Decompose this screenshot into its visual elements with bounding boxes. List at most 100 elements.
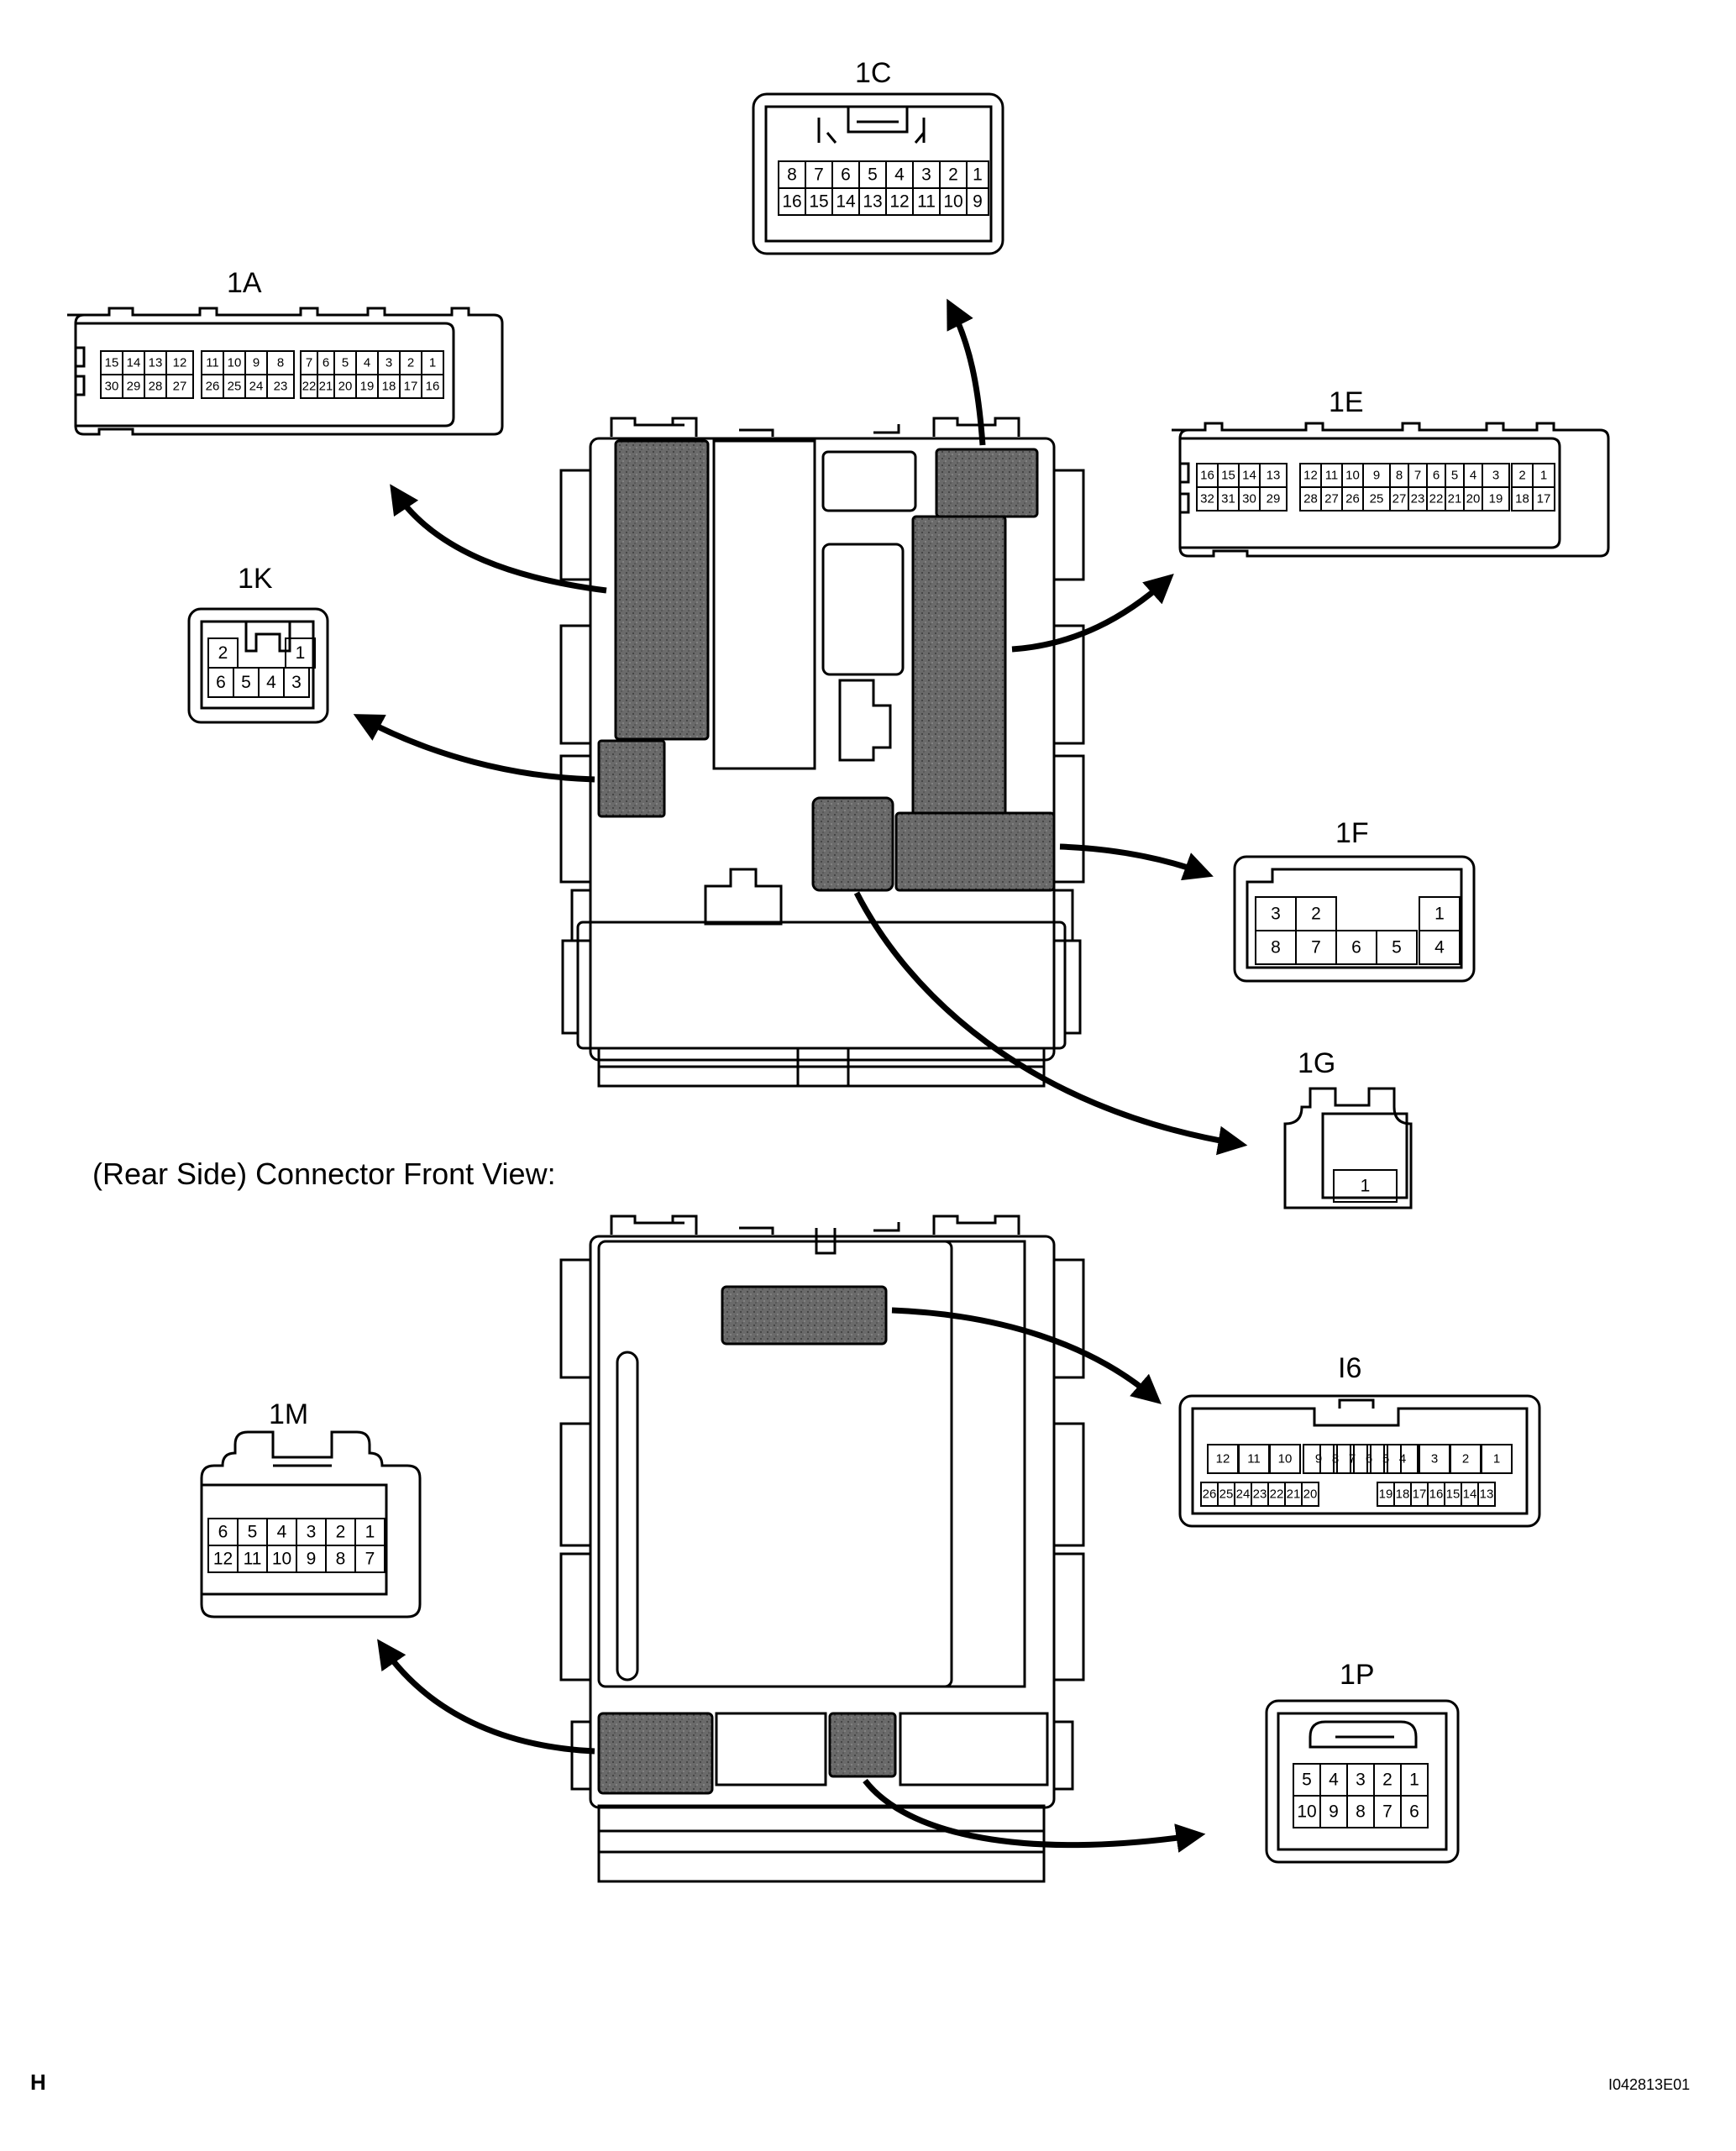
pin-cell	[1482, 486, 1510, 512]
pin-number: 23	[274, 380, 288, 394]
pin-number: 7	[1311, 938, 1321, 957]
connector-1F-label: 1F	[1335, 817, 1369, 849]
pin-number: 9	[1373, 469, 1380, 483]
pin-number: 1	[296, 643, 306, 663]
connector-1G: 1G 1	[1283, 1047, 1413, 1209]
pin-number: 8	[1396, 469, 1403, 483]
pin-cell	[1301, 1482, 1319, 1507]
pin-number: 17	[1537, 492, 1551, 506]
pin-number: 11	[1247, 1452, 1261, 1466]
pin-number: 24	[249, 380, 264, 394]
pin-number: 28	[149, 380, 163, 394]
pin-number: 6	[1366, 1452, 1372, 1466]
pin-number: 18	[1396, 1487, 1410, 1502]
pin-number: 5	[868, 165, 878, 185]
pin-number: 5	[1382, 1452, 1389, 1466]
pin-number: 5	[1451, 469, 1458, 483]
pin-cell	[1400, 1795, 1429, 1828]
pin-number: 25	[1370, 492, 1384, 506]
pin-cell	[1353, 1444, 1385, 1474]
pin-number: 14	[836, 192, 856, 212]
pin-number: 5	[241, 673, 251, 692]
arrow-to-1E	[1011, 573, 1174, 653]
pin-number: 6	[841, 165, 851, 185]
pin-number: 6	[1433, 469, 1440, 483]
pin-number: 32	[1200, 492, 1214, 506]
pin-number: 13	[1267, 469, 1281, 483]
rear-shaded-sockets	[597, 1285, 897, 1795]
pin-number: 6	[218, 1523, 228, 1542]
socket-1M	[597, 1712, 714, 1795]
pin-number: 19	[1379, 1487, 1393, 1502]
pin-number: 16	[1200, 469, 1214, 483]
socket-1F	[894, 811, 1056, 892]
pin-number: 13	[1480, 1487, 1494, 1502]
connector-1A-label: 1A	[227, 267, 262, 299]
pin-number: 10	[1345, 469, 1360, 483]
pin-number: 19	[1489, 492, 1503, 506]
pin-number: 11	[1325, 469, 1339, 483]
socket-1P	[828, 1712, 897, 1778]
pin-number: 16	[426, 380, 440, 394]
pin-number: 15	[1221, 469, 1235, 483]
pin-number: 7	[306, 356, 312, 370]
connector-1E-label: 1E	[1329, 386, 1364, 418]
arrow-to-1M	[377, 1639, 595, 1755]
pin-number: 21	[1287, 1487, 1301, 1502]
pin-number: 28	[1303, 492, 1318, 506]
pin-number: 20	[338, 380, 353, 394]
pin-number: 27	[1324, 492, 1339, 506]
pin-number: 27	[1392, 492, 1407, 506]
pin-number: 2	[1462, 1452, 1469, 1466]
pin-number: 27	[173, 380, 187, 394]
pin-number: 8	[336, 1550, 346, 1569]
pin-number: 1	[1361, 1177, 1371, 1196]
connector-arrows	[353, 298, 1248, 1853]
pin-cell	[1269, 1444, 1301, 1474]
pin-number: 8	[1271, 938, 1281, 957]
pin-number: 8	[1356, 1802, 1366, 1822]
pin-number: 3	[291, 673, 302, 692]
pin-number: 11	[206, 356, 219, 370]
pin-number: 14	[1463, 1487, 1477, 1502]
pin-number: 10	[1278, 1452, 1293, 1466]
pin-number: 22	[302, 380, 317, 394]
pin-cell	[966, 187, 989, 216]
pin-number: 9	[253, 356, 260, 370]
pin-number: 1	[365, 1523, 375, 1542]
pin-number: 12	[1303, 469, 1318, 483]
pin-number: 22	[1270, 1487, 1284, 1502]
pin-number: 12	[1216, 1452, 1230, 1466]
pin-number: 12	[213, 1550, 233, 1569]
pin-number: 9	[1329, 1802, 1339, 1822]
pin-number: 26	[1345, 492, 1360, 506]
pin-cell	[1532, 486, 1555, 512]
pin-number: 10	[943, 192, 962, 212]
connector-I6-label: I6	[1338, 1352, 1361, 1384]
pin-cell	[421, 374, 444, 399]
pin-number: 13	[863, 192, 882, 212]
front-shaded-sockets	[597, 439, 1056, 892]
pin-cell	[1370, 1444, 1402, 1474]
pin-number: 1	[429, 356, 436, 370]
pin-number: 11	[917, 192, 936, 212]
connector-1K-label: 1K	[238, 563, 273, 595]
pin-number: 3	[1492, 469, 1499, 483]
pin-number: 1	[1409, 1771, 1419, 1790]
pin-number: 5	[248, 1523, 258, 1542]
pin-number: 24	[1236, 1487, 1251, 1502]
pin-number: 7	[1414, 469, 1421, 483]
pin-number: 6	[1351, 938, 1361, 957]
arrow-to-I6	[891, 1307, 1162, 1404]
connector-1M-label: 1M	[269, 1398, 308, 1430]
pin-number: 1	[1434, 905, 1445, 924]
pin-number: 1	[1540, 469, 1547, 483]
pin-number: 4	[364, 356, 370, 370]
pin-number: 2	[948, 165, 958, 185]
pin-number: 15	[105, 356, 119, 370]
pin-cell	[1419, 930, 1461, 965]
